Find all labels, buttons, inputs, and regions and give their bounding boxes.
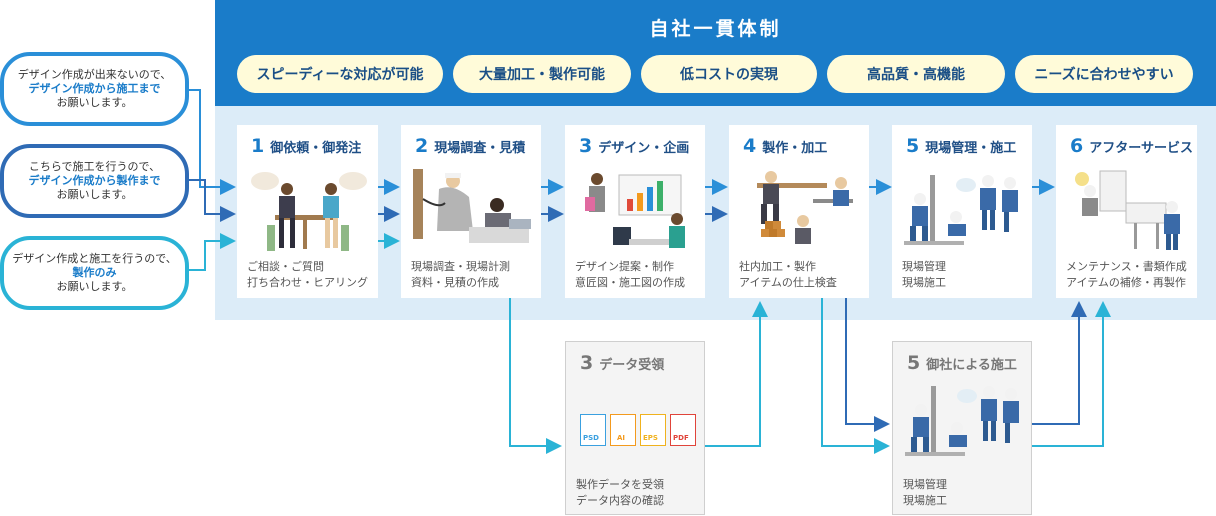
step-description: 現場調査・現場計測 資料・見積の作成 [411, 260, 510, 289]
bubble-text: デザイン作成が出来ないので、 [17, 68, 172, 81]
step-description: 現場管理 現場施工 [903, 478, 947, 507]
request-bubble-full: デザイン作成が出来ないので、 デザイン作成から施工まで お願いします。 [0, 52, 189, 126]
bubble-emphasis: デザイン作成から施工まで [28, 82, 161, 95]
bubble-text: お願いします。 [56, 280, 133, 293]
request-bubble-production-only: デザイン作成と施工を行うので、 製作のみ お願いします。 [0, 236, 189, 310]
step-description: 現場管理 現場施工 [902, 260, 946, 289]
eps-file-icon: EPS [640, 414, 666, 446]
step-description: ご相談・ご質問 打ち合わせ・ヒアリング [247, 260, 368, 289]
design-illustration [585, 173, 685, 248]
feature-pill: スピーディーな対応が可能 [237, 55, 443, 93]
feature-pill: 高品質・高機能 [827, 55, 1005, 93]
bubble-text: お願いします。 [56, 96, 133, 109]
ai-file-icon: AI [610, 414, 636, 446]
page-title: 自社一貫体制 [649, 18, 782, 40]
step-description: メンテナンス・書類作成 アイテムの補修・再製作 [1066, 260, 1187, 289]
construction-illustration [904, 175, 1018, 245]
bubble-text: お願いします。 [56, 188, 133, 201]
step-description: 製作データを受領 データ内容の確認 [576, 478, 664, 507]
meeting-illustration [251, 172, 367, 251]
request-bubble-design-production: こちらで施工を行うので、 デザイン作成から製作まで お願いします。 [0, 144, 189, 218]
step-description: デザイン提案・制作 意匠図・施工図の作成 [575, 260, 685, 289]
psd-file-icon: PSD [580, 414, 606, 446]
site-survey-illustration [413, 169, 531, 243]
feature-pill: ニーズに合わせやすい [1015, 55, 1193, 93]
feature-pill: 低コストの実現 [641, 55, 817, 93]
construction-illustration [905, 386, 1019, 456]
bubble-text: デザイン作成と施工を行うので、 [12, 252, 177, 265]
after-service-illustration [1075, 170, 1180, 250]
production-illustration [757, 171, 853, 244]
pdf-file-icon: PDF [670, 414, 696, 446]
bubble-text: こちらで施工を行うので、 [28, 160, 161, 173]
step-description: 社内加工・製作 アイテムの仕上検査 [739, 260, 837, 289]
bubble-emphasis: 製作のみ [72, 266, 117, 279]
file-format-icons: PSD AI EPS PDF [580, 414, 696, 446]
bubble-emphasis: デザイン作成から製作まで [28, 174, 161, 187]
feature-pill: 大量加工・製作可能 [453, 55, 631, 93]
